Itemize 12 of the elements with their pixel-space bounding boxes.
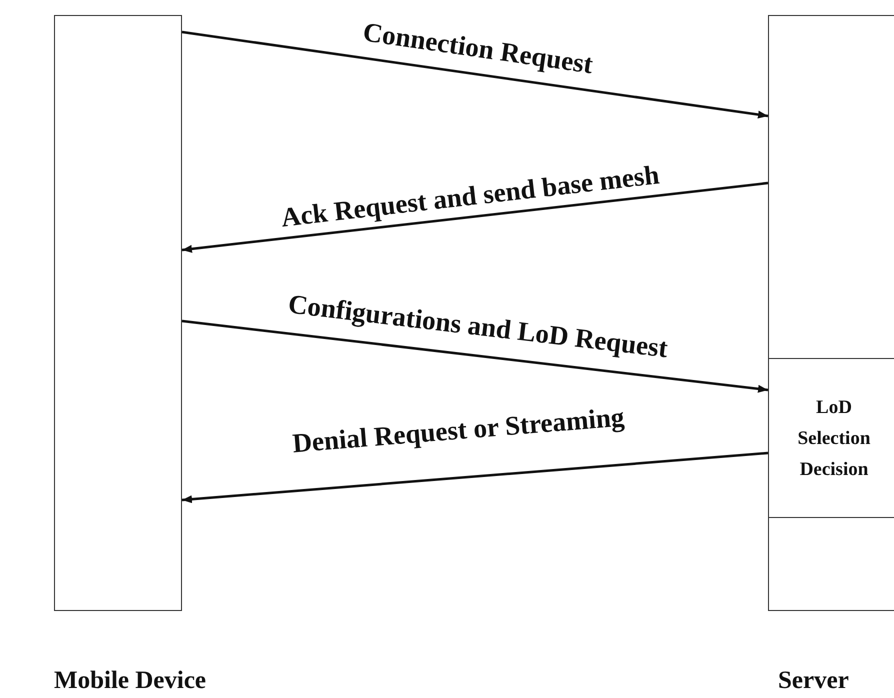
participant-label: Server (778, 667, 849, 695)
message-label: Connection Request (360, 16, 595, 80)
message-arrow (182, 182, 768, 253)
message-label: Ack Request and send base mesh (279, 158, 661, 234)
message-arrow (182, 452, 768, 504)
process-box (768, 358, 894, 518)
message-label: Configurations and LoD Request (286, 288, 670, 364)
message-arrow (182, 320, 768, 393)
message-arrow (182, 30, 768, 119)
message-label: Denial Request or Streaming (290, 401, 625, 459)
participant-label: Mobile Device (54, 667, 206, 695)
process-label: LoD Selection Decision (796, 396, 872, 482)
